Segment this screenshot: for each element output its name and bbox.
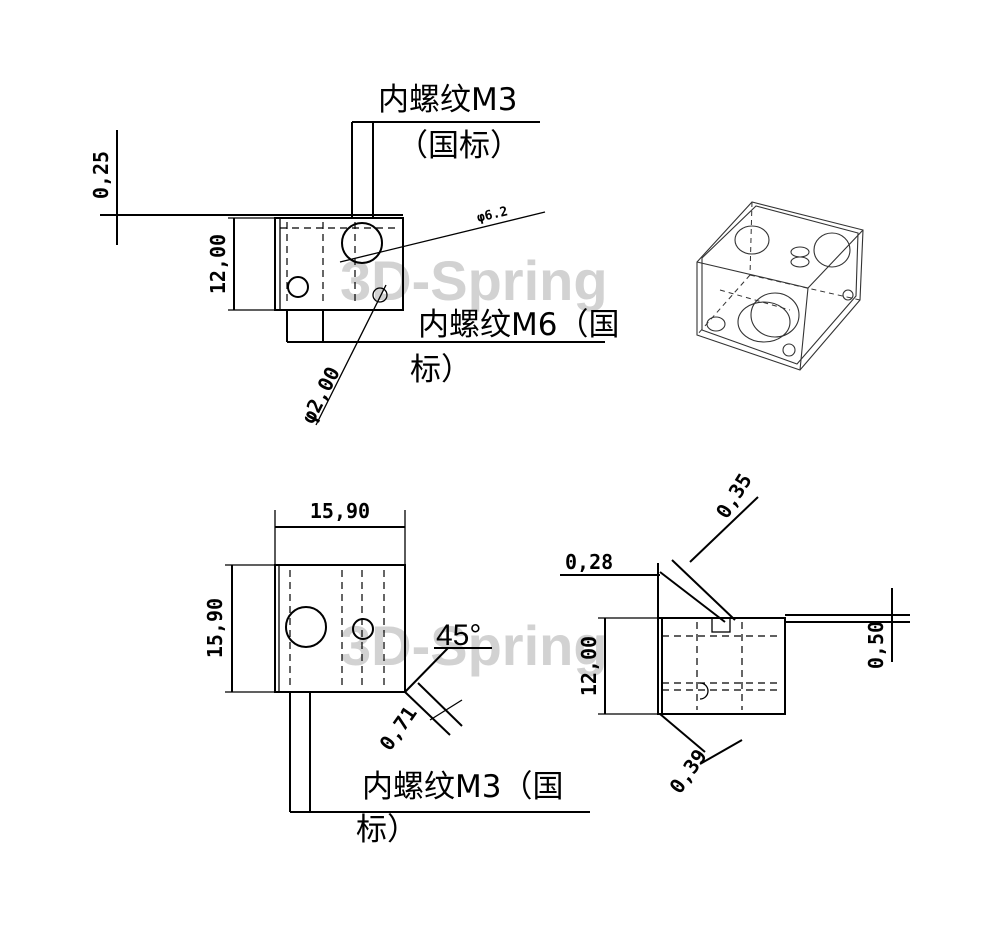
iso-top-hole-3 bbox=[813, 232, 851, 268]
front-hole-small bbox=[352, 618, 374, 640]
dim-0-39-leader bbox=[699, 739, 743, 765]
right-hole-arc bbox=[699, 682, 709, 700]
iso-top-hole-2 bbox=[790, 246, 810, 258]
iso-hidden-2 bbox=[696, 274, 751, 336]
iso-top-hole-1 bbox=[734, 225, 770, 255]
iso-edge-1 bbox=[696, 261, 809, 289]
isometric-view bbox=[696, 201, 864, 371]
right-view: 0,28 0,35 12,00 0,50 0,39 bbox=[560, 469, 910, 798]
dim-height-label: 15,90 bbox=[203, 598, 227, 658]
phi-6-2-label: φ6.2 bbox=[476, 204, 510, 226]
front-hole-large bbox=[285, 606, 327, 648]
front-note-line2: 标） bbox=[356, 812, 418, 848]
iso-inner-outline bbox=[701, 205, 859, 365]
watermark-top: 3D-Spring bbox=[340, 249, 608, 312]
dim-0-35-diag-1 bbox=[671, 559, 736, 621]
chamfer-dim-line-2 bbox=[417, 682, 463, 727]
iso-top-hole-2b bbox=[790, 256, 810, 268]
front-view-body bbox=[274, 564, 406, 693]
dim-0-35-label: 0,35 bbox=[711, 469, 757, 523]
iso-front-hole-large bbox=[750, 292, 800, 338]
m3-note-line2: （国标） bbox=[397, 128, 521, 164]
chamfer-dim-tick bbox=[429, 699, 463, 721]
dim-0-39-label: 0,39 bbox=[664, 745, 711, 798]
iso-edge-2 bbox=[807, 229, 864, 289]
iso-hidden-1 bbox=[749, 201, 753, 276]
phi-6-2-leader bbox=[339, 211, 546, 263]
chamfer-dim-line-1 bbox=[404, 691, 451, 736]
iso-front-hole-small bbox=[706, 316, 726, 332]
dim-12-label: 12,00 bbox=[206, 234, 230, 294]
phi-2-label: φ2,00 bbox=[296, 363, 345, 428]
right-dim-height-label: 12,00 bbox=[577, 636, 601, 696]
iso-hidden-4 bbox=[719, 289, 791, 311]
dim-0-50-label: 0,50 bbox=[864, 621, 888, 669]
dim-0-39-diag bbox=[659, 713, 706, 753]
side-view-body bbox=[274, 217, 404, 311]
iso-side-hole bbox=[842, 289, 854, 301]
chamfer-45-line bbox=[404, 647, 449, 693]
phi-2-leader bbox=[315, 284, 387, 426]
iso-front-hole-bottom bbox=[782, 343, 796, 357]
dim-0-35-diag-2 bbox=[659, 571, 726, 623]
front-note-line1: 内螺纹M3（国 bbox=[362, 769, 563, 805]
m6-note-line2: 标） bbox=[410, 352, 472, 388]
iso-edge-3 bbox=[799, 287, 809, 371]
dim-0-28-label: 0,28 bbox=[565, 550, 613, 574]
m3-note-line1: 内螺纹M3 bbox=[378, 82, 517, 118]
m6-note-line1: 内螺纹M6（国 bbox=[418, 307, 619, 343]
iso-front-hole-large-2 bbox=[737, 301, 791, 343]
side-hole-small bbox=[372, 287, 388, 303]
dim-width-label: 15,90 bbox=[310, 499, 370, 523]
side-hole-large bbox=[341, 222, 383, 264]
side-view: 0,25 12,00 φ6.2 φ2,00 内螺纹M3 （国标） 内螺纹M6（国… bbox=[89, 82, 619, 427]
dim-0-35-leader bbox=[689, 496, 759, 563]
iso-hidden-3 bbox=[749, 274, 861, 301]
angle-label: 45° bbox=[436, 619, 481, 652]
chamfer-dim-label: 0,71 bbox=[374, 702, 421, 755]
side-hole-left bbox=[287, 276, 309, 298]
dim-0-25-label: 0,25 bbox=[89, 151, 113, 199]
